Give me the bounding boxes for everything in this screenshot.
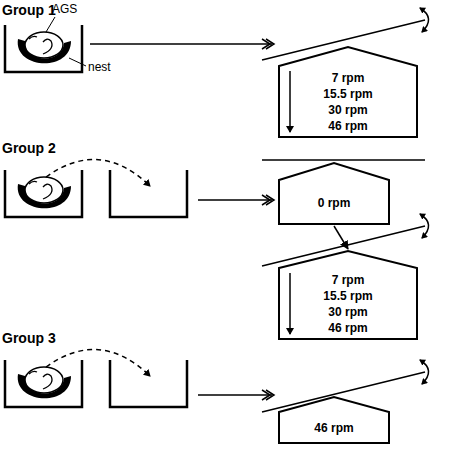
sequence-arrowhead [286,328,294,335]
speed-text: 46 rpm [278,118,418,134]
cage-with-animal [5,170,82,217]
double-arrow [198,390,274,400]
leader-line [69,58,86,66]
sequence-arrow [289,71,291,132]
callout-label: AGS [52,2,77,17]
text-stack: 0 rpm [278,195,390,211]
chamber-shape [279,251,417,339]
chamber-shape [279,397,389,443]
still-platform [262,159,425,161]
speed-text: 30 rpm [278,304,418,320]
double-arrow [90,39,274,49]
callout-label: nest [88,60,111,75]
sequence-arrowhead [286,126,294,133]
chamber-shape [279,163,389,224]
transfer-arrow [46,160,150,186]
group-label: Group 3 [2,330,56,347]
speed-text: 15.5 rpm [278,86,418,102]
chamber-box: 7 rpm15.5 rpm30 rpm46 rpm [278,46,418,138]
double-arrow [198,195,274,205]
speed-text: 7 rpm [278,70,418,86]
text-stack: 7 rpm15.5 rpm30 rpm46 rpm [278,272,418,336]
speed-text: 46 rpm [278,420,390,436]
sequence-arrow [289,273,291,334]
speed-text: 30 rpm [278,102,418,118]
speed-text: 15.5 rpm [278,288,418,304]
cage-with-animal [5,360,82,407]
speed-text: 0 rpm [278,195,390,211]
empty-cage [110,360,187,407]
group-label: Group 1 [2,2,56,19]
empty-cage [110,170,187,217]
chamber-box: 7 rpm15.5 rpm30 rpm46 rpm [278,250,418,340]
chamber-outline [278,162,390,225]
transfer-arrow [46,350,150,376]
chamber-box: 46 rpm [278,396,390,444]
leader-line [46,17,55,32]
flow-arrow [334,226,348,249]
chamber-box: 0 rpm [278,162,390,225]
text-stack: 46 rpm [278,420,390,436]
text-stack: 7 rpm15.5 rpm30 rpm46 rpm [278,70,418,134]
chamber-shape [279,47,417,137]
cage-with-animal [5,25,82,72]
speed-text: 46 rpm [278,320,418,336]
group-label: Group 2 [2,140,56,157]
speed-text: 7 rpm [278,272,418,288]
chamber-outline [278,396,390,444]
